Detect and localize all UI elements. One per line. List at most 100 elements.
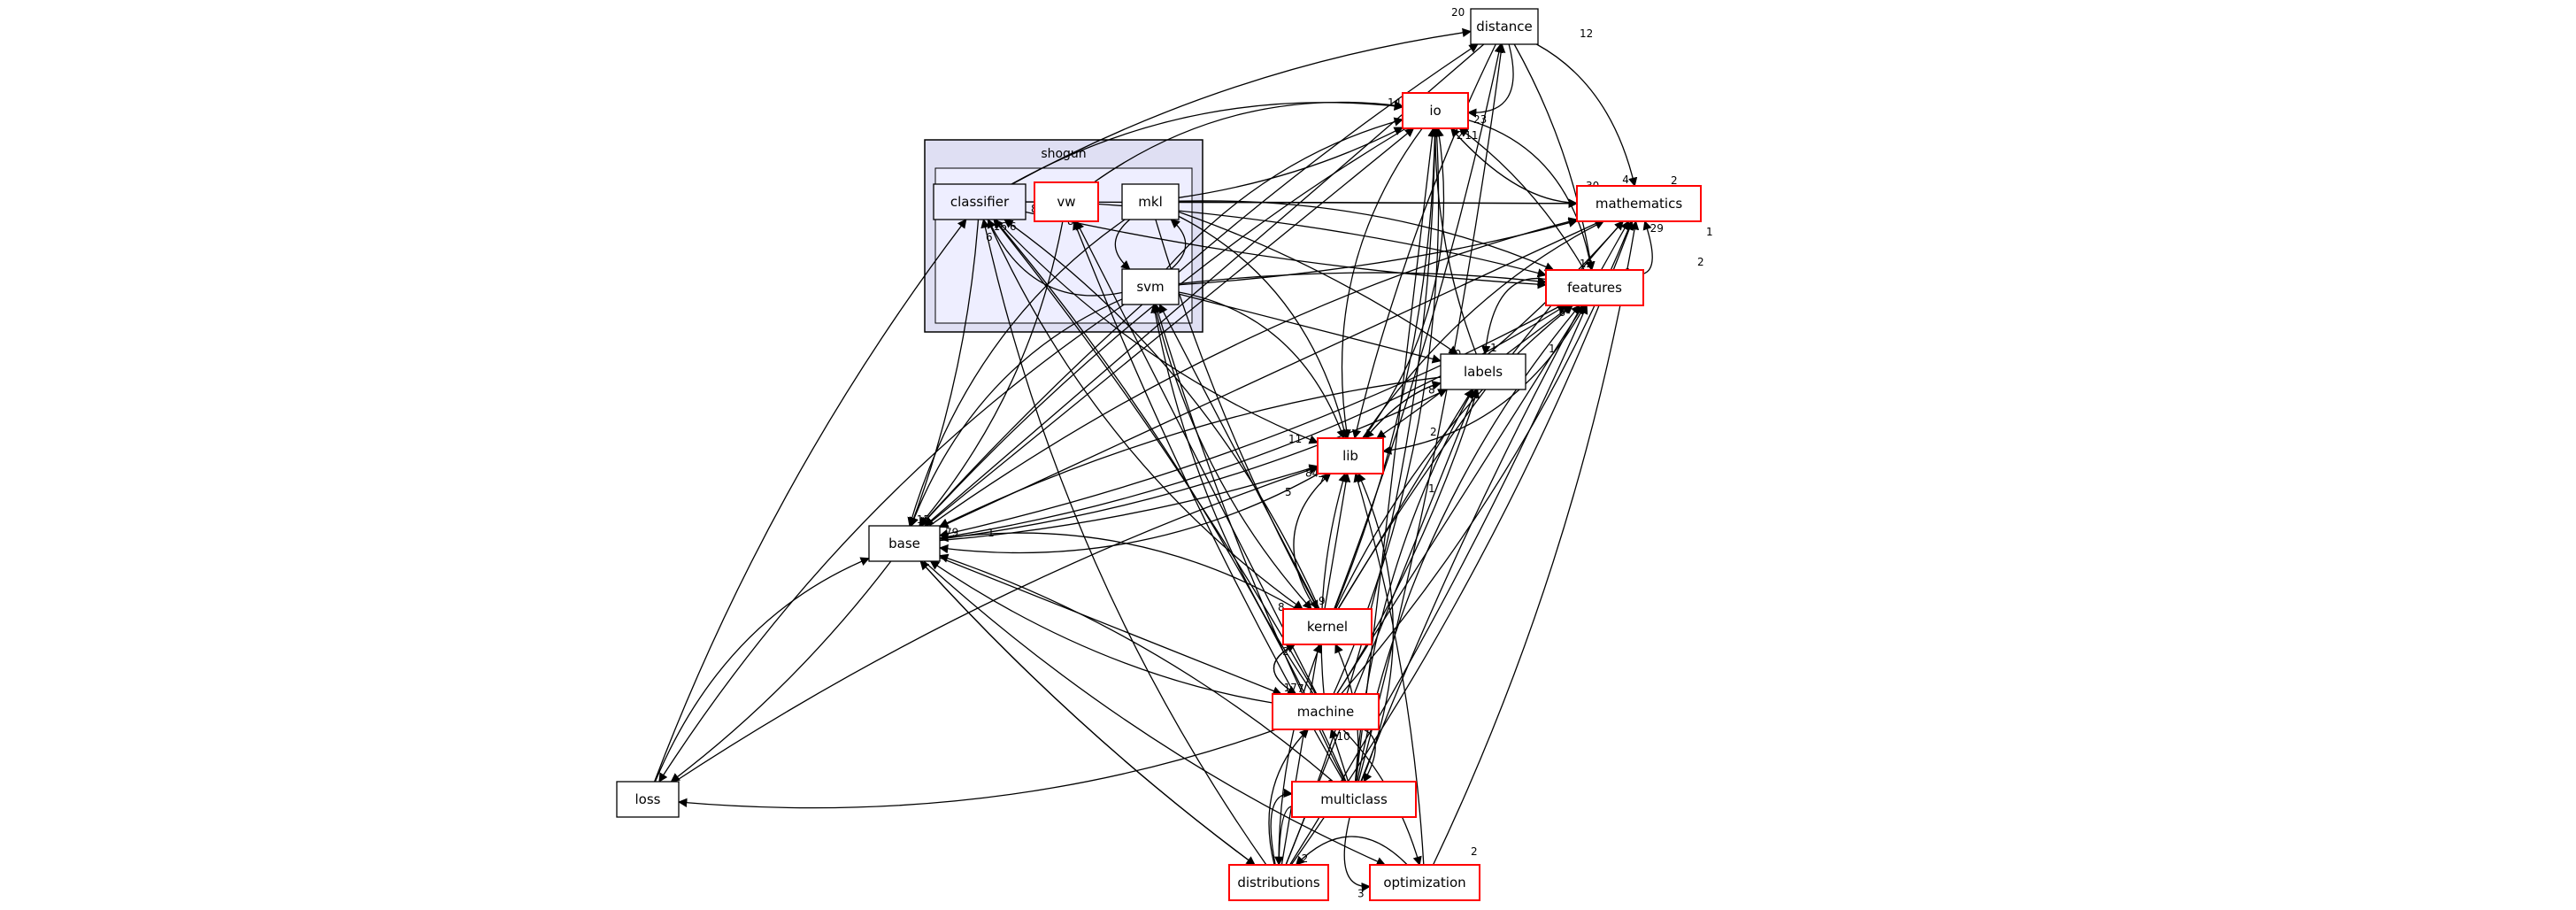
edge-count-label: 1	[1706, 226, 1713, 238]
edge-count-label: 7	[1297, 682, 1304, 695]
edge-distance-to-io	[1466, 43, 1514, 118]
edge-count-label: 12	[1580, 27, 1593, 40]
node-mathematics[interactable]: mathematics	[1576, 185, 1702, 222]
edge-count-label: 9	[1319, 595, 1326, 607]
node-label-mkl: mkl	[1138, 194, 1162, 210]
node-label-svm: svm	[1136, 279, 1164, 295]
edge-machine-to-lib	[1320, 473, 1348, 695]
node-box-mathematics	[1576, 185, 1702, 222]
edge-distance-to-lib	[1351, 43, 1496, 440]
node-mkl[interactable]: mkl	[1121, 183, 1180, 220]
node-box-labels	[1440, 353, 1526, 390]
edge-optimization-to-distributions	[1295, 836, 1408, 866]
edge-base-to-features	[939, 305, 1567, 539]
node-box-classifier	[933, 183, 1027, 220]
edge-label: 6	[1010, 220, 1017, 233]
edge-base-to-distance	[919, 43, 1479, 527]
edge-multiclass-to-io	[1355, 127, 1437, 783]
node-label-base: base	[888, 536, 920, 551]
edge-label: 2	[1457, 129, 1464, 142]
edge-label: 17	[1284, 682, 1297, 694]
edge-distributions-to-kernel	[1278, 644, 1322, 866]
edge-distributions-to-mathematics	[1290, 220, 1634, 866]
edge-io-to-features	[1467, 120, 1595, 272]
edge-features-to-mathematics	[1642, 220, 1653, 274]
edge-optimization-to-mathematics	[1432, 220, 1640, 866]
node-box-optimization	[1369, 864, 1480, 901]
node-multiclass[interactable]: multiclass	[1291, 781, 1417, 818]
edge-kernel-to-io	[1334, 127, 1440, 610]
edge-label: 79	[945, 526, 958, 538]
node-distance[interactable]: distance	[1470, 8, 1539, 45]
edge-count-label: 1	[1549, 343, 1556, 355]
node-label-vw: vw	[1057, 194, 1075, 210]
edge-kernel-to-features	[1334, 305, 1573, 610]
node-box-base	[868, 525, 941, 562]
node-base[interactable]: base	[868, 525, 941, 562]
edge-svm-to-base	[910, 298, 1123, 527]
edge-features-to-io	[1458, 127, 1585, 271]
edge-distributions-to-machine	[1268, 729, 1310, 866]
edge-label: 3	[1357, 887, 1365, 899]
node-kernel[interactable]: kernel	[1282, 608, 1373, 645]
edge-svm-to-lib	[1178, 291, 1346, 439]
node-box-mkl	[1121, 183, 1180, 220]
node-optimization[interactable]: optimization	[1369, 864, 1480, 901]
node-label-labels: labels	[1464, 364, 1503, 380]
edge-svm-to-loss	[658, 304, 1125, 783]
edge-label: 10	[1336, 730, 1350, 743]
edge-mkl-to-features	[1178, 200, 1555, 272]
node-box-features	[1545, 269, 1644, 306]
nodes: distance io mathematics features labels lib ba…	[616, 8, 1702, 901]
node-label-machine: machine	[1297, 704, 1354, 720]
edge-optimization-to-lib	[1353, 473, 1425, 866]
edge-classifier-to-lib	[996, 219, 1319, 444]
node-box-vw	[1034, 181, 1099, 222]
edge-multiclass-to-machine	[1329, 729, 1350, 783]
node-label-io: io	[1429, 103, 1441, 119]
node-labels[interactable]: labels	[1440, 353, 1526, 390]
node-lib[interactable]: lib	[1317, 437, 1384, 474]
edge-count-label: 1	[988, 527, 995, 539]
edge-base-to-loss	[670, 560, 892, 783]
node-distributions[interactable]: distributions	[1228, 864, 1329, 901]
edge-mkl-to-io	[1178, 127, 1403, 198]
edge-mathematics-to-io	[1450, 127, 1578, 204]
edge-count-label: 2	[1671, 174, 1678, 187]
node-label-distance: distance	[1476, 19, 1533, 35]
edge-label: 8	[1428, 384, 1435, 397]
edge-classifier-to-distance	[1011, 27, 1473, 185]
edge-mkl-to-svm	[1114, 219, 1131, 270]
node-features[interactable]: features	[1545, 269, 1644, 306]
edge-distributions-to-lib	[1280, 472, 1351, 866]
node-box-io	[1402, 92, 1469, 129]
edge-distributions-to-classifier	[980, 218, 1267, 866]
edge-svm-to-kernel	[1153, 304, 1312, 610]
edge-labels-to-io	[1430, 127, 1477, 355]
edge-count-label: 2	[1471, 845, 1478, 858]
edge-count-label: 1	[1428, 482, 1435, 495]
edge-multiclass-to-distance	[1357, 42, 1506, 783]
node-loss[interactable]: loss	[616, 781, 680, 818]
node-vw[interactable]: vw	[1034, 181, 1099, 222]
edge-label: 11	[1465, 129, 1478, 142]
node-box-lib	[1317, 437, 1384, 474]
node-machine[interactable]: machine	[1272, 693, 1380, 730]
node-svm[interactable]: svm	[1121, 268, 1180, 305]
edge-loss-to-base	[654, 557, 870, 783]
edge-mathematics-to-lib	[1376, 220, 1624, 439]
edge-base-to-machine	[939, 557, 1282, 696]
edge-label: 15	[917, 513, 930, 526]
node-label-distributions: distributions	[1237, 875, 1319, 891]
node-io[interactable]: io	[1402, 92, 1469, 129]
node-classifier[interactable]: classifier	[933, 183, 1027, 220]
edge-count-label: 2	[1697, 256, 1704, 268]
edge-distributions-to-io	[1285, 127, 1440, 866]
edge-base-to-mathematics	[928, 217, 1579, 527]
edge-count-label: 6	[986, 231, 993, 243]
node-label-kernel: kernel	[1307, 619, 1348, 635]
edge-svm-to-mathematics	[1178, 218, 1579, 286]
edge-svm-to-labels	[1178, 293, 1442, 364]
node-box-loss	[616, 781, 680, 818]
edge-loss-to-classifier	[653, 219, 967, 783]
